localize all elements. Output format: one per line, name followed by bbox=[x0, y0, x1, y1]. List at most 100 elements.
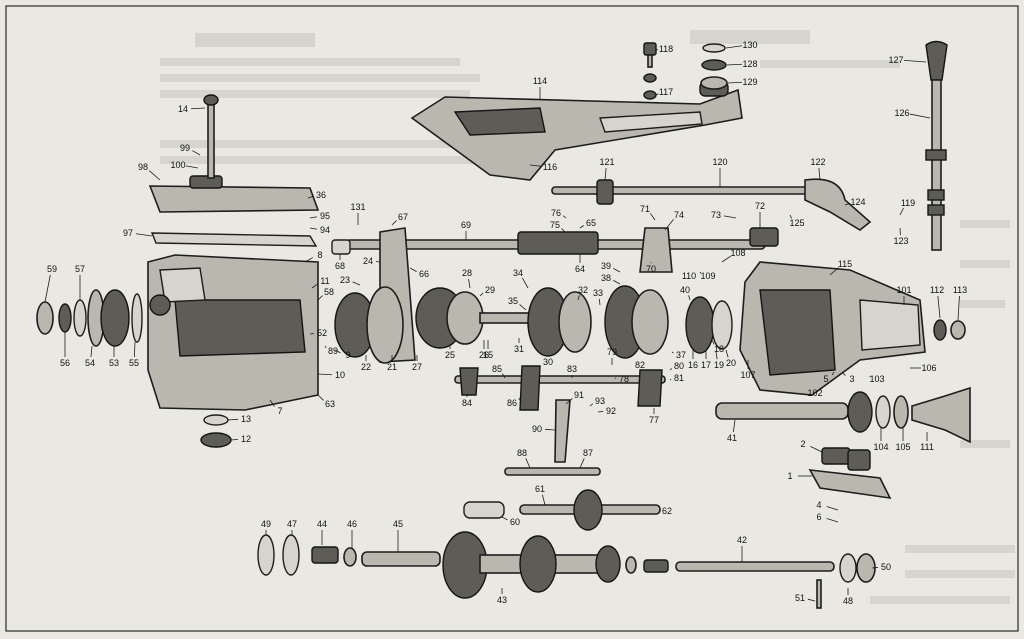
callout-107: 107 bbox=[740, 360, 756, 380]
part-number-40: 40 bbox=[680, 285, 690, 295]
callout-121: 121 bbox=[599, 157, 615, 181]
leader-line-128 bbox=[726, 63, 743, 66]
leader-line-35 bbox=[519, 304, 527, 311]
callout-40: 40 bbox=[680, 285, 691, 301]
callout-22: 22 bbox=[361, 355, 371, 372]
part-number-68: 68 bbox=[335, 261, 345, 271]
callout-50: 50 bbox=[871, 562, 891, 572]
part-number-116: 116 bbox=[543, 162, 557, 172]
part-number-3: 3 bbox=[849, 374, 854, 384]
part-number-39: 39 bbox=[601, 261, 611, 271]
callout-78: 78 bbox=[614, 374, 629, 384]
part-number-20: 20 bbox=[726, 358, 736, 368]
callout-111: 111 bbox=[920, 432, 934, 452]
gearbox-housing bbox=[147, 254, 319, 411]
callout-125: 125 bbox=[789, 214, 805, 228]
leader-line-18 bbox=[711, 339, 715, 345]
callout-52: 52 bbox=[309, 328, 327, 338]
callout-75: 75 bbox=[550, 220, 566, 233]
callout-5: 5 bbox=[823, 371, 835, 384]
part-number-55: 55 bbox=[129, 358, 139, 368]
leader-line-67 bbox=[391, 220, 397, 226]
leader-line-108 bbox=[721, 255, 732, 263]
leader-line-8 bbox=[304, 257, 313, 263]
leader-line-130 bbox=[725, 45, 743, 49]
part-number-117: 117 bbox=[659, 87, 673, 97]
part-number-122: 122 bbox=[810, 157, 825, 167]
callout-29: 29 bbox=[479, 285, 495, 297]
part-number-106: 106 bbox=[921, 363, 936, 373]
leader-line-59 bbox=[44, 274, 51, 303]
border-frame bbox=[5, 5, 1019, 632]
leader-line-14 bbox=[190, 107, 206, 110]
leader-line-99 bbox=[192, 150, 201, 156]
part-number-28: 28 bbox=[462, 268, 472, 278]
leader-line-109 bbox=[699, 271, 702, 274]
callout-31: 31 bbox=[514, 338, 524, 354]
callout-70: 70 bbox=[646, 262, 656, 274]
leader-line-117 bbox=[655, 93, 659, 96]
callout-32: 32 bbox=[577, 285, 588, 301]
leader-line-19 bbox=[715, 351, 718, 360]
callout-91: 91 bbox=[565, 390, 584, 405]
callout-19: 19 bbox=[714, 351, 724, 370]
callout-1: 1 bbox=[787, 471, 812, 481]
callout-35: 35 bbox=[508, 296, 527, 311]
callout-7: 7 bbox=[269, 399, 283, 416]
callout-58: 58 bbox=[317, 287, 334, 301]
part-number-100: 100 bbox=[170, 160, 185, 170]
callout-3: 3 bbox=[841, 371, 855, 384]
part-number-113: 113 bbox=[953, 285, 967, 295]
callout-80: 80 bbox=[669, 361, 684, 371]
part-number-94: 94 bbox=[320, 225, 330, 235]
leader-line-2 bbox=[810, 445, 823, 453]
leader-line-20 bbox=[725, 349, 729, 358]
output-shaft-41 bbox=[715, 386, 971, 444]
callout-43: 43 bbox=[497, 588, 507, 605]
leader-line-93 bbox=[589, 403, 594, 407]
part-number-47: 47 bbox=[287, 519, 297, 529]
part-number-48: 48 bbox=[843, 596, 853, 606]
part-number-69: 69 bbox=[461, 220, 471, 230]
part-number-98: 98 bbox=[138, 162, 148, 172]
part-number-24: 24 bbox=[363, 256, 373, 266]
callout-100: 100 bbox=[170, 160, 199, 170]
part-number-84: 84 bbox=[462, 398, 472, 408]
callout-4: 4 bbox=[816, 500, 839, 511]
callout-89: 89 bbox=[324, 345, 338, 356]
part-number-1: 1 bbox=[787, 471, 792, 481]
part-number-74: 74 bbox=[674, 210, 684, 220]
callout-60: 60 bbox=[501, 516, 520, 527]
callout-56: 56 bbox=[60, 332, 70, 368]
extension-housing-115 bbox=[739, 261, 966, 396]
leader-line-4 bbox=[826, 506, 839, 511]
part-number-34: 34 bbox=[513, 268, 523, 278]
part-number-56: 56 bbox=[60, 358, 70, 368]
part-number-115: 115 bbox=[838, 259, 852, 269]
part-number-64: 64 bbox=[575, 264, 585, 274]
part-number-111: 111 bbox=[920, 442, 934, 452]
part-number-112: 112 bbox=[930, 285, 944, 295]
layshaft-cluster-43 bbox=[257, 531, 876, 609]
part-number-90: 90 bbox=[532, 424, 542, 434]
callout-47: 47 bbox=[287, 519, 297, 535]
part-number-50: 50 bbox=[881, 562, 891, 572]
part-number-80: 80 bbox=[674, 361, 684, 371]
part-number-87: 87 bbox=[583, 448, 593, 458]
cap-parts bbox=[643, 42, 728, 100]
part-number-60: 60 bbox=[510, 517, 520, 527]
leader-line-9 bbox=[334, 349, 341, 354]
leader-line-32 bbox=[577, 295, 580, 301]
callout-68: 68 bbox=[335, 254, 345, 271]
leader-line-52 bbox=[309, 333, 315, 335]
mounting-bracket-1 bbox=[808, 447, 892, 500]
leader-line-94 bbox=[309, 227, 318, 230]
leader-line-37 bbox=[671, 351, 674, 354]
part-number-41: 41 bbox=[727, 433, 737, 443]
leader-line-76 bbox=[562, 215, 567, 219]
part-number-26: 26 bbox=[479, 350, 489, 360]
part-number-53: 53 bbox=[109, 358, 119, 368]
gear-lever-126 bbox=[925, 40, 948, 251]
leader-line-126 bbox=[909, 113, 931, 119]
